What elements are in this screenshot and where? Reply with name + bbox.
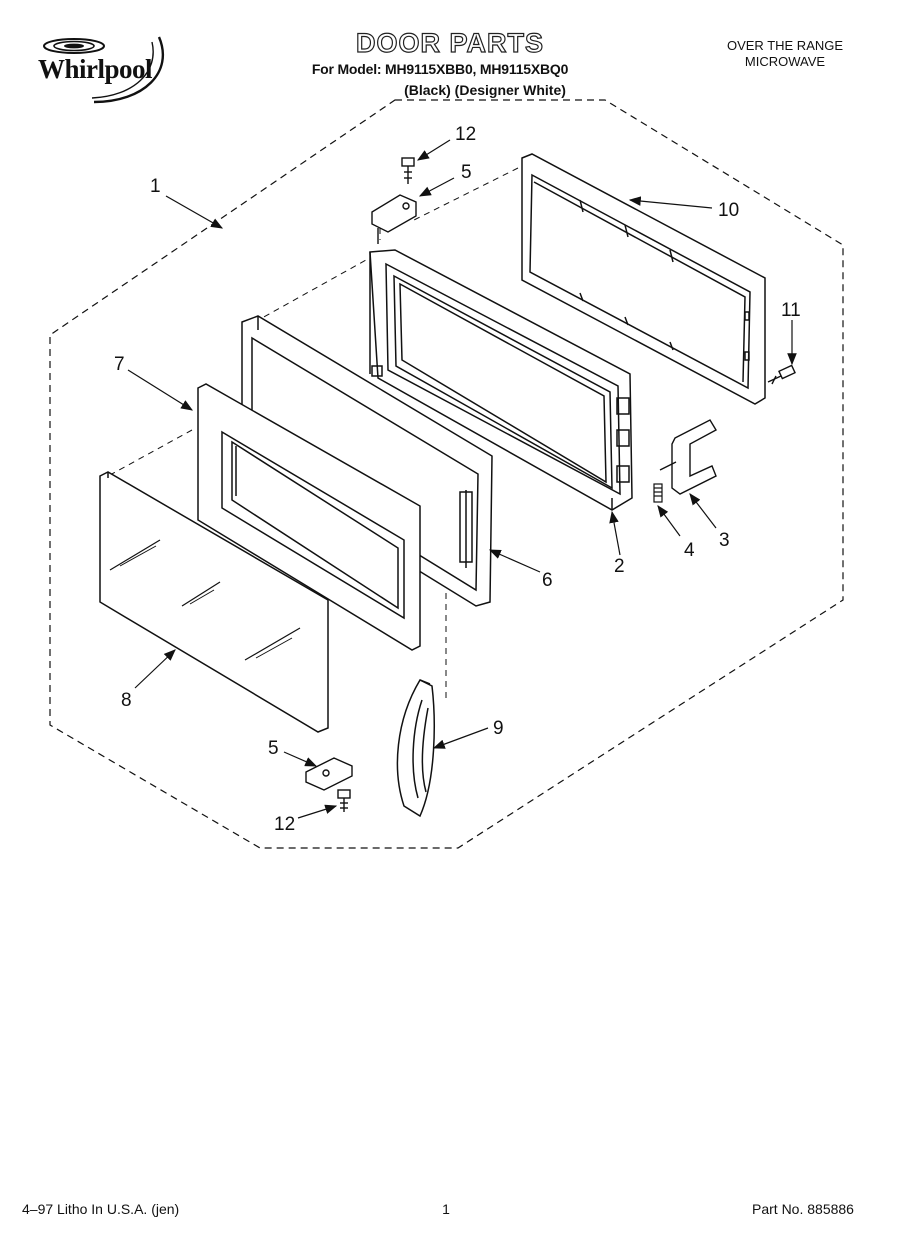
callout-4: 4 xyxy=(684,540,695,561)
part-12-top-screw xyxy=(401,157,415,184)
callout-labels: 1 12 5 10 11 7 6 2 4 3 8 9 5 12 xyxy=(114,124,801,835)
part-9-door-handle xyxy=(396,679,435,818)
print-info: 4–97 Litho In U.S.A. (jen) xyxy=(22,1201,180,1217)
part-8-outer-door-glass xyxy=(99,471,329,733)
callout-5-top: 5 xyxy=(461,162,472,183)
product-line-2: MICROWAVE xyxy=(744,54,826,69)
callout-12-top: 12 xyxy=(455,124,476,145)
part-11-screw xyxy=(767,364,796,385)
leader-arrows xyxy=(127,139,797,819)
part-3-door-latch xyxy=(659,419,717,495)
part-7-door-choke-cover xyxy=(197,383,421,651)
page-number: 1 xyxy=(442,1201,450,1217)
brand-wordmark: Whirlpool xyxy=(38,54,153,84)
part-2-inner-door-panel xyxy=(369,249,633,511)
swirl-mark-icon xyxy=(43,36,165,104)
part-5-bottom-hinge-bracket xyxy=(305,757,353,791)
callout-1: 1 xyxy=(150,176,161,197)
callout-5-bottom: 5 xyxy=(268,738,279,759)
assembly-boundary xyxy=(49,99,844,849)
whirlpool-logo: Whirlpool xyxy=(34,32,184,112)
callout-3: 3 xyxy=(719,530,730,551)
part-5-top-hinge-bracket xyxy=(371,194,417,244)
callout-2: 2 xyxy=(614,556,625,577)
model-line: For Model: MH9115XBB0, MH9115XBQ0 xyxy=(311,61,569,77)
part-number: Part No. 885886 xyxy=(752,1201,854,1217)
callout-12-bottom: 12 xyxy=(274,814,295,835)
callout-7: 7 xyxy=(114,354,125,375)
part-4-latch-spring xyxy=(653,483,663,503)
page-title: DOOR PARTS xyxy=(355,27,544,58)
callout-10: 10 xyxy=(718,200,739,221)
callout-9: 9 xyxy=(493,718,504,739)
part-12-bottom-screw xyxy=(337,789,351,812)
callout-11: 11 xyxy=(781,300,801,321)
variant-line: (Black) (Designer White) xyxy=(404,82,566,98)
callout-6: 6 xyxy=(542,570,553,591)
part-10-door-choke-frame xyxy=(521,153,766,405)
product-line-1: OVER THE RANGE xyxy=(726,38,844,53)
callout-8: 8 xyxy=(121,690,132,711)
product-type: OVER THE RANGE MICROWAVE xyxy=(700,38,870,70)
